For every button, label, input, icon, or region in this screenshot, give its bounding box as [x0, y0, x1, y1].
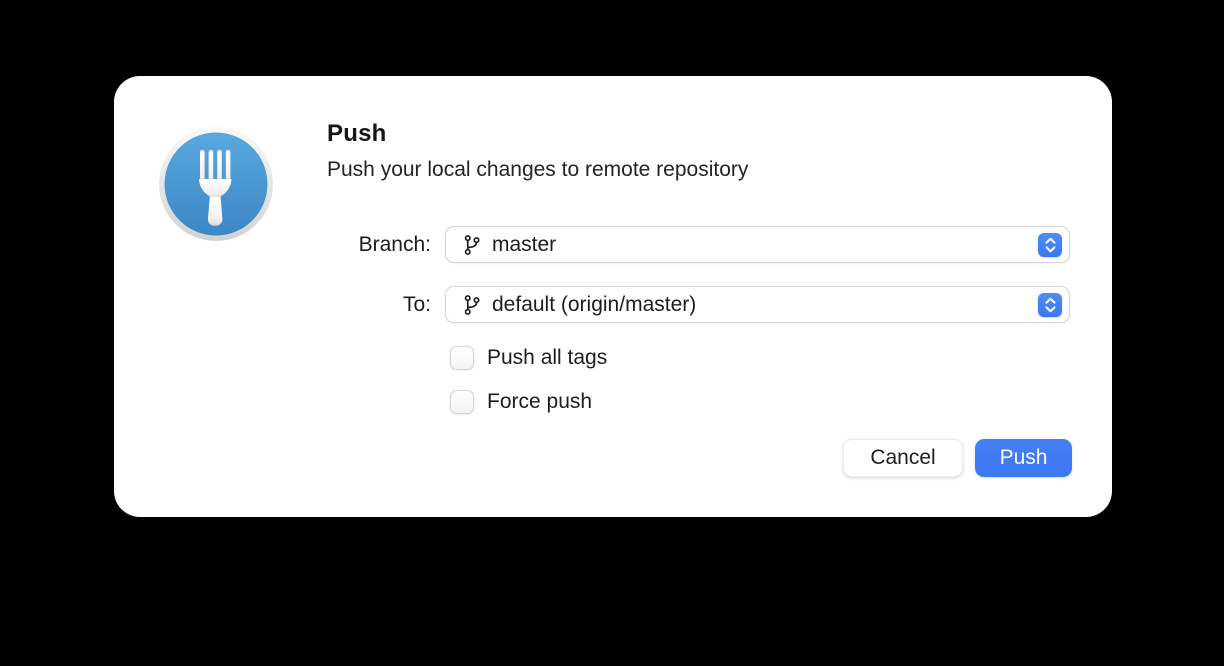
- to-dropdown[interactable]: default (origin/master): [445, 286, 1070, 323]
- to-field-label: To:: [402, 293, 431, 316]
- to-dropdown-value: default (origin/master): [492, 292, 697, 316]
- branch-dropdown-stepper-icon[interactable]: [1038, 232, 1062, 257]
- push-all-tags-checkbox[interactable]: [450, 345, 474, 370]
- git-branch-icon: [462, 294, 482, 316]
- git-branch-icon: [462, 234, 482, 256]
- dialog-title: Push: [327, 120, 387, 147]
- branch-field-label: Branch:: [358, 233, 431, 256]
- cancel-button[interactable]: Cancel: [843, 439, 963, 477]
- push-all-tags-label: Push all tags: [487, 345, 608, 369]
- force-push-label: Force push: [487, 389, 593, 413]
- dialog-subtitle: Push your local changes to remote reposi…: [327, 158, 749, 181]
- branch-dropdown-value: master: [492, 232, 557, 256]
- push-dialog: Push Push your local changes to remote r…: [114, 76, 1112, 517]
- to-dropdown-stepper-icon[interactable]: [1038, 292, 1062, 317]
- push-button[interactable]: Push: [975, 439, 1072, 477]
- branch-dropdown[interactable]: master: [445, 226, 1070, 263]
- push-all-tags-option[interactable]: Push all tags: [450, 345, 607, 370]
- force-push-checkbox[interactable]: [450, 389, 474, 414]
- fork-app-icon: [158, 126, 274, 242]
- force-push-option[interactable]: Force push: [450, 389, 592, 414]
